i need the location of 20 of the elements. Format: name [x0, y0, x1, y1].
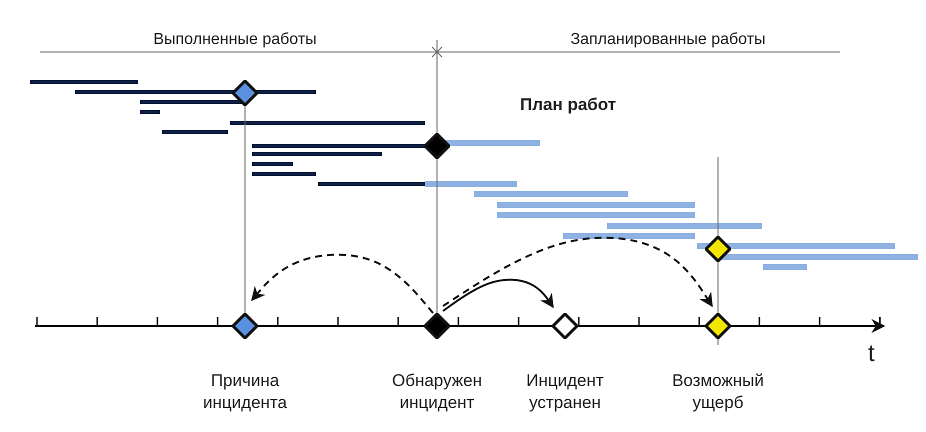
event-caption: Причина инцидента [202, 370, 288, 414]
chart-title: План работ [520, 94, 616, 115]
milestone-line [244, 106, 246, 314]
arrow [251, 254, 434, 314]
arrow [442, 236, 713, 308]
event-diamond [232, 80, 258, 106]
section-heading: Запланированные работы [570, 31, 766, 49]
event-diamond [232, 313, 258, 339]
arrow [442, 278, 554, 312]
milestone-line [436, 158, 438, 314]
event-caption: Инцидент устранен [525, 370, 605, 414]
section-heading: Выполненные работы [153, 31, 317, 49]
event-diamond [705, 313, 731, 339]
event-diamond [705, 236, 731, 262]
event-diamond [424, 133, 450, 159]
event-caption: Обнаружен инцидент [391, 370, 483, 414]
event-diamond [424, 313, 450, 339]
axis-label: t [868, 340, 875, 368]
event-diamond [552, 313, 578, 339]
event-caption: Возможный ущерб [671, 370, 765, 414]
